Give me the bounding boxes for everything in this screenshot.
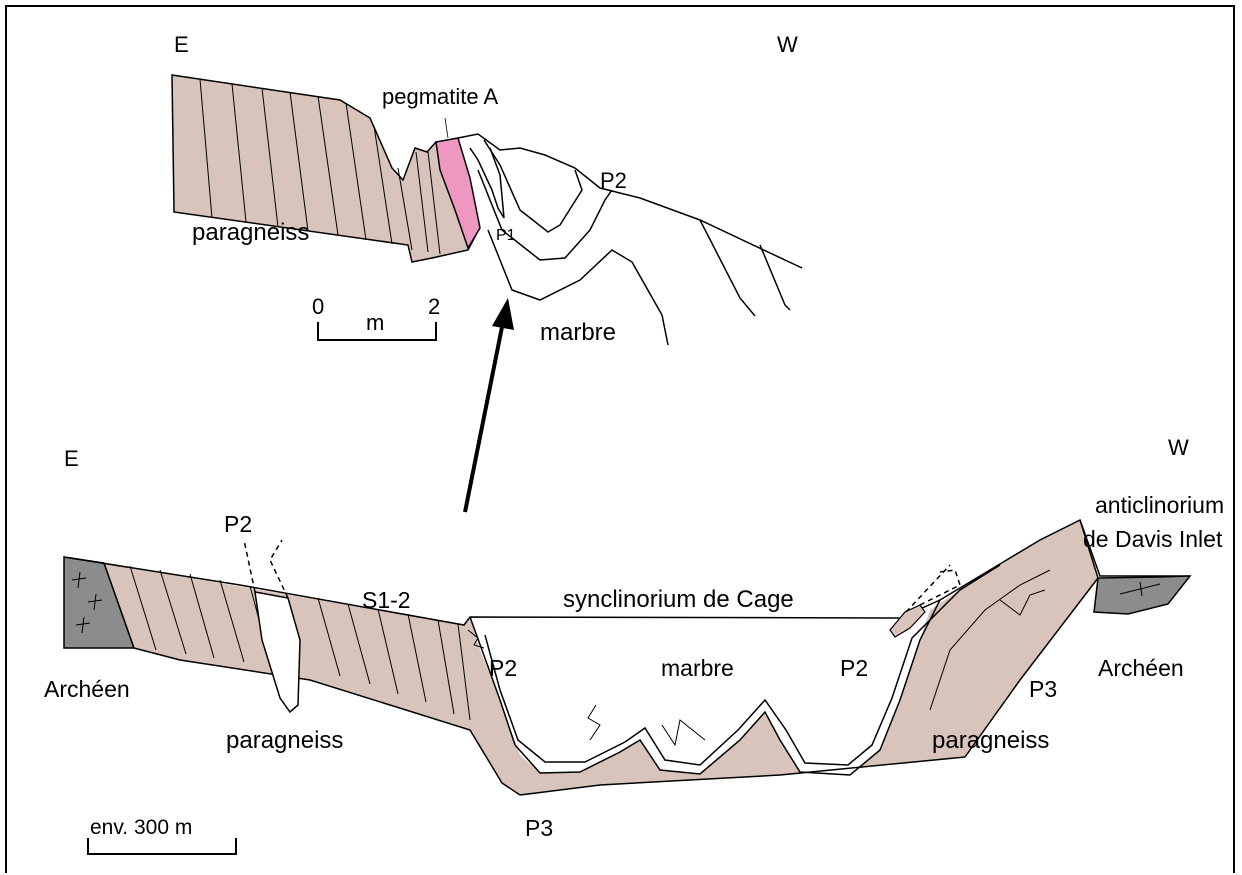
connector-arrow	[465, 298, 514, 512]
pegmatite-leader-line	[445, 118, 448, 138]
synclinorium-label: synclinorium de Cage	[563, 586, 794, 613]
upper-scale-unit: m	[366, 310, 384, 335]
pegmatite-label: pegmatite A	[382, 84, 499, 109]
anticlinorium-label-2: de Davis Inlet	[1083, 526, 1223, 552]
upper-marbre-label: marbre	[540, 319, 616, 346]
upper-p1-label: P1	[496, 227, 516, 244]
upper-west-label: W	[777, 32, 798, 57]
upper-scale-start: 0	[312, 294, 324, 319]
archeen-right-label: Archéen	[1098, 655, 1184, 681]
upper-scale-end: 2	[428, 294, 440, 319]
upper-paragneiss-label: paragneiss	[192, 219, 309, 246]
s12-label: S1-2	[362, 587, 411, 613]
lower-marbre-label: marbre	[661, 655, 734, 681]
lower-p3-bottom-label: P3	[525, 815, 553, 841]
lower-p2-right-label: P2	[840, 655, 868, 681]
upper-east-label: E	[174, 32, 189, 57]
anticlinorium-label-1: anticlinorium	[1095, 492, 1224, 518]
lower-scale-label: env. 300 m	[90, 816, 192, 839]
lower-p2-top-label: P2	[224, 511, 252, 537]
lower-section	[64, 520, 1190, 854]
upper-section	[172, 75, 802, 345]
lower-p3-right-label: P3	[1029, 676, 1057, 702]
lower-marble-unit	[470, 610, 930, 775]
upper-p2-label: P2	[600, 168, 627, 193]
lower-paragneiss-right-label: paragneiss	[932, 727, 1049, 754]
archeen-left-label: Archéen	[44, 676, 130, 702]
lower-paragneiss-left-label: paragneiss	[226, 727, 343, 754]
lower-scale-bar	[88, 838, 236, 854]
lower-east-label: E	[64, 446, 79, 471]
lower-p2-left-label: P2	[489, 655, 517, 681]
lower-west-label: W	[1168, 435, 1189, 460]
